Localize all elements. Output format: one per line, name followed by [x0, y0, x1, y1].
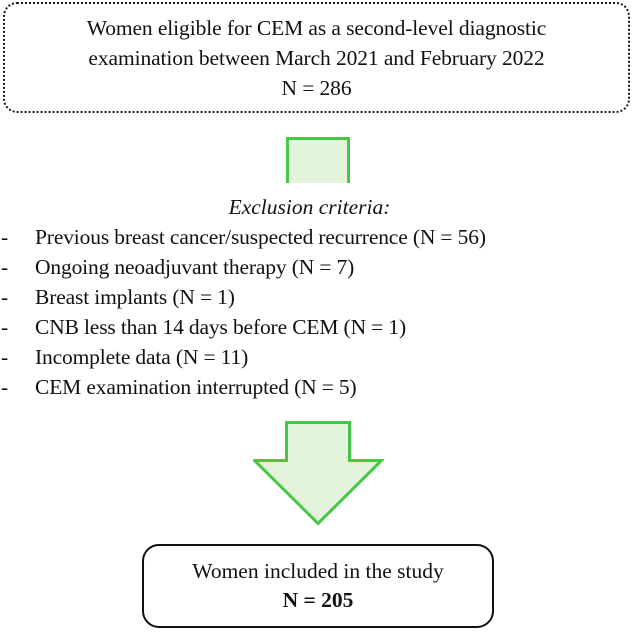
included-population-count: N = 205 — [282, 588, 354, 612]
list-item: - CEM examination interrupted (N = 5) — [0, 372, 633, 402]
down-arrow-icon — [250, 421, 386, 526]
list-item: - CNB less than 14 days before CEM (N = … — [0, 312, 633, 342]
bullet-dash-icon: - — [1, 315, 9, 339]
bullet-dash-icon: - — [1, 345, 9, 369]
eligible-line-1: Women eligible for CEM as a second-level… — [86, 15, 547, 40]
list-item-label: Breast implants (N = 1) — [35, 285, 235, 309]
included-population-label: Women included in the study — [192, 559, 444, 583]
list-item: - Breast implants (N = 1) — [0, 282, 633, 312]
list-item: - Previous breast cancer/suspected recur… — [0, 222, 633, 252]
list-item-label: Previous breast cancer/suspected recurre… — [35, 225, 486, 249]
list-item-label: CEM examination interrupted (N = 5) — [35, 375, 357, 399]
bullet-dash-icon: - — [1, 255, 9, 279]
included-population-box: Women included in the study N = 205 — [142, 544, 494, 628]
eligible-population-box: Women eligible for CEM as a second-level… — [3, 2, 630, 113]
list-item: - Incomplete data (N = 11) — [0, 342, 633, 372]
exclusion-criteria-title: Exclusion criteria: — [228, 195, 391, 219]
bullet-dash-icon: - — [1, 375, 9, 399]
connector-arrow-stem — [286, 137, 350, 183]
list-item: - Ongoing neoadjuvant therapy (N = 7) — [0, 252, 633, 282]
exclusion-criteria-list: - Previous breast cancer/suspected recur… — [0, 222, 633, 402]
list-item-label: Incomplete data (N = 11) — [35, 345, 249, 369]
eligible-population-text: Women eligible for CEM as a second-level… — [77, 13, 556, 103]
exclusion-criteria-block: Exclusion criteria: - Previous breast ca… — [0, 192, 633, 402]
list-item-label: CNB less than 14 days before CEM (N = 1) — [35, 315, 406, 339]
eligible-line-2: examination between March 2021 and Febru… — [88, 45, 545, 70]
eligible-count: N = 286 — [281, 75, 352, 100]
connector-stem-shape — [286, 137, 350, 183]
bullet-dash-icon: - — [1, 225, 9, 249]
bullet-dash-icon: - — [1, 285, 9, 309]
list-item-label: Ongoing neoadjuvant therapy (N = 7) — [35, 255, 355, 279]
down-arrow-shape — [250, 421, 386, 526]
